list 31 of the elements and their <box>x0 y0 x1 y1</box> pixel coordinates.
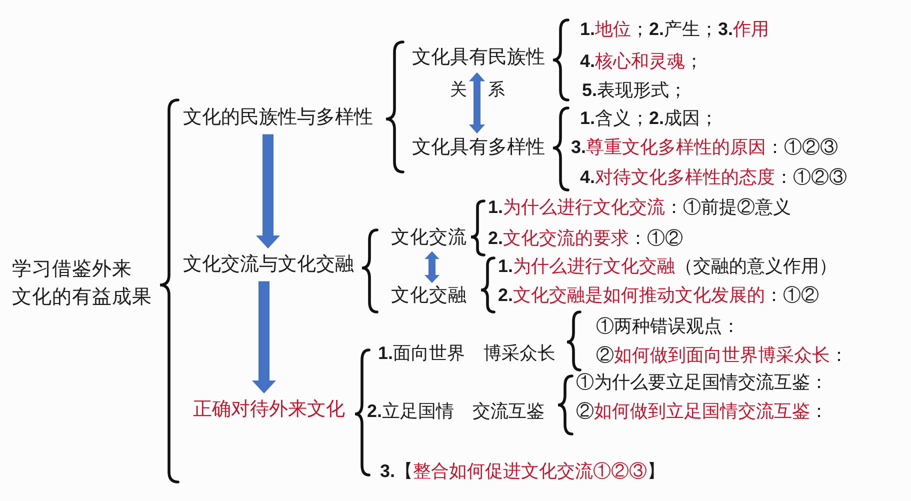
point-text: 1.为什么进行文化交流：①前提②意义 <box>488 197 792 219</box>
point-text: 1.面向世界 博采众长 <box>378 343 556 365</box>
point-text: 5.表现形式； <box>582 80 688 102</box>
point-text: ②如何做到立足国情交流互鉴： <box>576 401 828 423</box>
double-arrow <box>424 251 440 283</box>
double-arrow <box>469 72 485 134</box>
point-text: ②如何做到面向世界博采众长： <box>596 345 848 367</box>
arrow <box>252 281 276 394</box>
point-text: ①为什么要立足国情交流互鉴： <box>576 372 828 394</box>
point-text: 1.为什么进行文化交融（交融的意义作用） <box>498 256 838 278</box>
point-text: 2.文化交流的要求：①② <box>488 228 684 250</box>
point-text: ①两种错误观点： <box>596 316 740 338</box>
arrow <box>256 134 280 248</box>
topic-text: 文化交融 <box>391 285 467 308</box>
topic-text: 文化交流与文化交融 <box>183 254 354 276</box>
point-text: 1.含义；2.成因； <box>580 108 718 130</box>
point-text: 3.尊重文化多样性的原因：①②③ <box>571 137 838 159</box>
point-text: 2.立足国情 交流互鉴 <box>367 401 545 423</box>
topic-text: 文化的民族性与多样性 <box>183 106 373 130</box>
root-topic: 学习借鉴外来文化的有益成果 <box>12 258 153 310</box>
topic-text: 文化具有民族性 <box>412 46 545 70</box>
topic-text: 正确对待外来文化 <box>193 398 345 422</box>
point-text: 4.对待文化多样性的态度：①②③ <box>580 167 848 189</box>
relation-caption: 系 <box>488 80 505 100</box>
point-text: 4.核心和灵魂； <box>580 51 704 73</box>
relation-caption: 关 <box>450 80 467 100</box>
topic-text: 文化具有多样性 <box>412 136 545 160</box>
point-text: 3.【整合如何促进文化交流①②③】 <box>380 461 666 483</box>
topic-text: 文化交流 <box>391 227 467 250</box>
point-text: 2.文化交融是如何推动文化发展的：①② <box>498 285 820 307</box>
point-text: 1.地位；2.产生；3.作用 <box>580 19 770 41</box>
